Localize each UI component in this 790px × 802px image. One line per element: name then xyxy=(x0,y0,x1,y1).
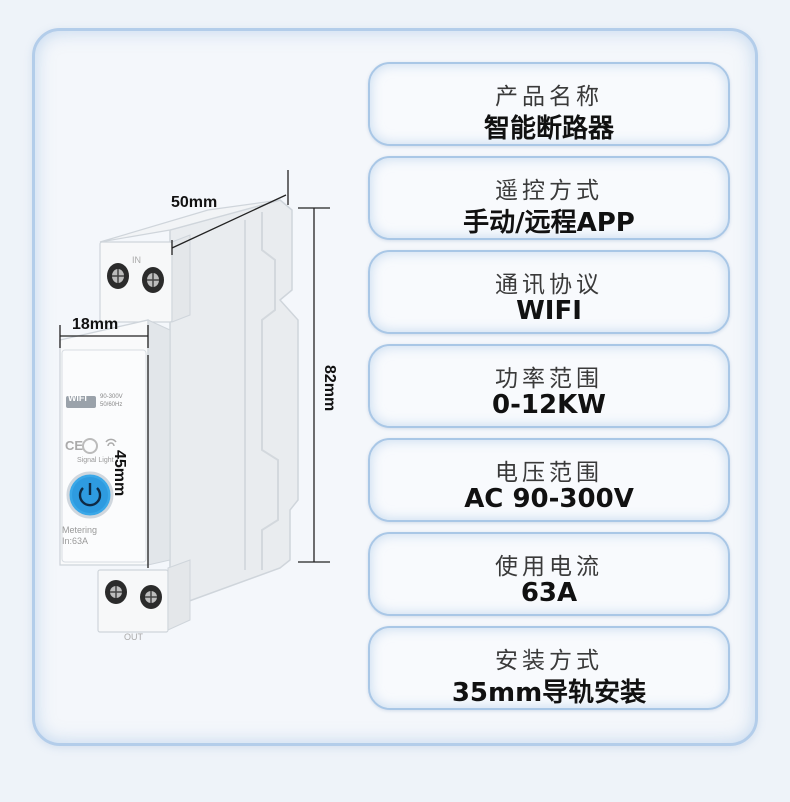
front-height-dimension-label: 45mm xyxy=(111,450,128,497)
voltage-rating: 90-300V xyxy=(100,394,123,400)
ce-mark: CE xyxy=(65,438,84,453)
terminal-screw-icon xyxy=(142,267,164,293)
spec-value: 手动/远程APP xyxy=(463,208,635,238)
spec-label: 使用电流 xyxy=(495,554,603,580)
input-terminal-label: IN xyxy=(132,255,141,265)
wifi-badge-text: WiFi xyxy=(68,393,87,403)
width-dimension-label: 50mm xyxy=(171,194,218,211)
spec-card-control-method: 遥控方式 手动/远程APP xyxy=(368,156,730,240)
terminal-screw-icon xyxy=(105,580,127,604)
current-rating-label: In:63A xyxy=(62,536,89,546)
total-height-dimension-label: 82mm xyxy=(321,365,338,412)
spec-label: 电压范围 xyxy=(495,460,603,486)
signal-light-label: Signal Light xyxy=(77,457,114,464)
spec-label: 通讯协议 xyxy=(495,272,603,298)
spec-value: 35mm导轨安装 xyxy=(451,678,647,708)
spec-value: 智能断路器 xyxy=(483,114,614,144)
signal-light-icon xyxy=(82,438,98,454)
spec-label: 功率范围 xyxy=(495,366,603,392)
power-button[interactable] xyxy=(66,471,114,519)
spec-card-product-name: 产品名称 智能断路器 xyxy=(368,62,730,146)
frequency-rating: 50/60Hz xyxy=(100,402,123,408)
terminal-screw-icon xyxy=(140,585,162,609)
circuit-breaker-illustration: WiFi 90-300V 50/60Hz CE Signal Light Met… xyxy=(40,150,340,650)
spec-card-current: 使用电流 63A xyxy=(368,532,730,616)
spec-card-voltage-range: 电压范围 AC 90-300V xyxy=(368,438,730,522)
wifi-signal-icon xyxy=(105,438,117,447)
metering-label: Metering xyxy=(62,525,98,535)
spec-value: 0-12KW xyxy=(492,390,606,420)
power-icon xyxy=(78,487,102,507)
spec-card-protocol: 通讯协议 WIFI xyxy=(368,250,730,334)
spec-value: WIFI xyxy=(516,296,582,326)
spec-value: AC 90-300V xyxy=(464,484,634,514)
spec-value: 63A xyxy=(520,578,578,608)
width-dimension-line xyxy=(171,194,287,249)
spec-card-power-range: 功率范围 0-12KW xyxy=(368,344,730,428)
spec-card-installation: 安装方式 35mm导轨安装 xyxy=(368,626,730,710)
terminal-screw-icon xyxy=(107,263,129,289)
spec-label: 遥控方式 xyxy=(495,178,603,204)
spec-list: 产品名称 智能断路器 遥控方式 手动/远程APP 通讯协议 WIFI 功率范围 … xyxy=(368,62,730,720)
wifi-badge xyxy=(66,396,96,408)
spec-label: 产品名称 xyxy=(495,84,603,110)
spec-label: 安装方式 xyxy=(495,648,603,674)
breaker-drawing xyxy=(59,170,330,633)
depth-dimension-label: 18mm xyxy=(72,316,119,333)
output-terminal-label: OUT xyxy=(124,632,143,642)
